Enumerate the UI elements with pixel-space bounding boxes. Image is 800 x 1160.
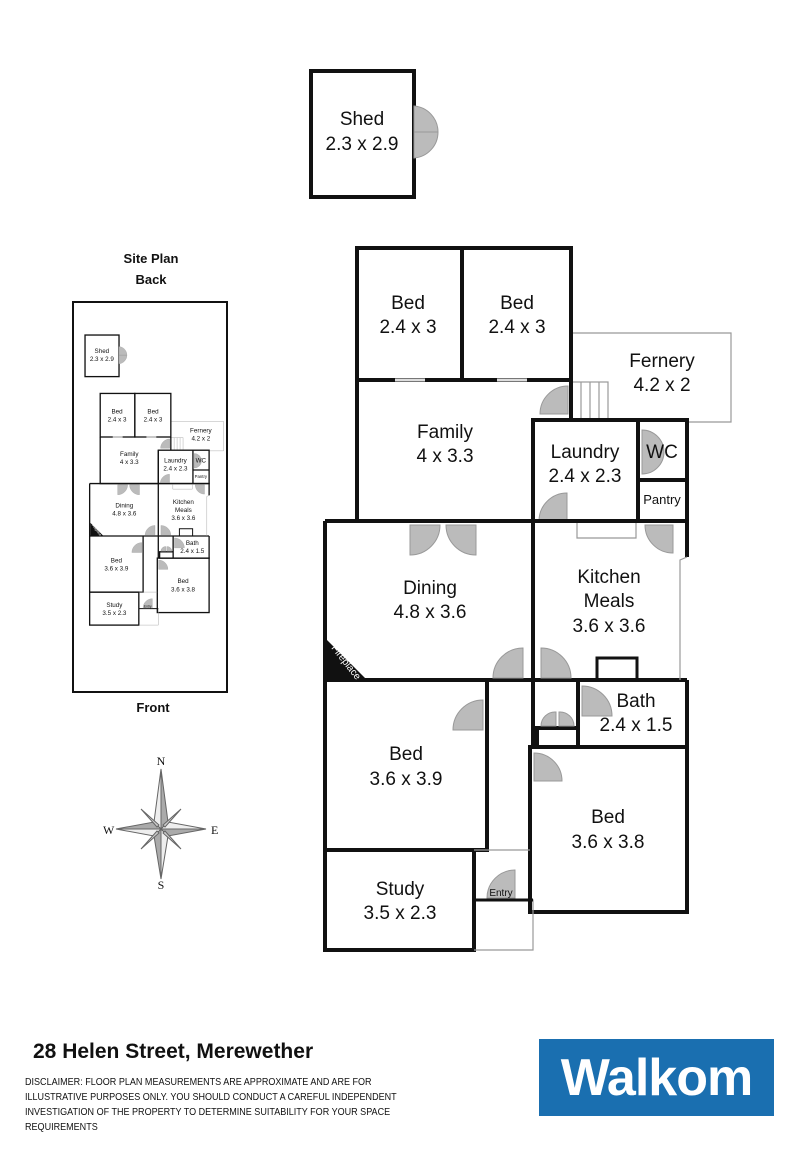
bed2-label: Bed <box>500 293 534 314</box>
room-fernery <box>571 332 732 423</box>
kitchen-bench <box>679 556 688 680</box>
door-icon <box>539 385 569 415</box>
kitchen-label: Kitchen <box>577 567 640 588</box>
door-icon <box>581 685 613 717</box>
fernery-label: Fernery <box>629 351 695 372</box>
stairs-icon <box>571 381 609 421</box>
property-address: 28 Helen Street, Merewether <box>33 1040 314 1063</box>
site-plan-front-label: Front <box>136 700 170 715</box>
compass-e: E <box>211 823 218 837</box>
meals-label: Meals <box>584 591 635 612</box>
floor-plan-svg: Shed 2.3 x 2.9 Fernery 4.2 x 2 Bed 2.4 x… <box>72 69 732 952</box>
bed2-size: 2.4 x 3 <box>488 317 545 338</box>
room-dining <box>323 519 535 682</box>
shed-door-icon <box>413 105 439 159</box>
bed1-label: Bed <box>391 293 425 314</box>
compass-n: N <box>157 754 166 768</box>
shed-size: 2.3 x 2.9 <box>326 134 399 155</box>
laundry-size: 2.4 x 2.3 <box>549 466 622 487</box>
family-size: 4 x 3.3 <box>416 446 473 467</box>
study-label: Study <box>376 879 425 900</box>
room-bed-1 <box>355 246 464 382</box>
laundry-label: Laundry <box>551 442 620 463</box>
door-icon <box>533 752 563 782</box>
entry-door-icon <box>486 869 516 899</box>
bed4-size: 3.6 x 3.8 <box>572 832 645 853</box>
site-plan-title: Site Plan <box>124 251 179 266</box>
bed4-label: Bed <box>591 807 625 828</box>
dining-size: 4.8 x 3.6 <box>394 602 467 623</box>
door-icon <box>538 492 568 522</box>
site-boundary <box>72 301 228 693</box>
wc-label: WC <box>646 442 678 463</box>
site-plan-back-label: Back <box>135 272 167 287</box>
room-study <box>323 848 476 952</box>
door-icon <box>540 711 575 727</box>
compass-rose-icon: N S E W <box>103 754 218 892</box>
main-floor-plan: Shed 2.3 x 2.9 Fernery 4.2 x 2 Bed 2.4 x… <box>309 69 732 952</box>
study-size: 3.5 x 2.3 <box>364 903 437 924</box>
door-icon <box>644 524 674 554</box>
site-plan-miniature <box>84 334 225 626</box>
bed1-size: 2.4 x 3 <box>379 317 436 338</box>
walkom-logo: Walkom <box>539 1039 774 1116</box>
compass-w: W <box>103 823 115 837</box>
bath-label: Bath <box>616 691 655 712</box>
room-bed-4 <box>528 745 689 914</box>
double-door-icon <box>409 524 477 556</box>
fernery-size: 4.2 x 2 <box>633 375 690 396</box>
bed3-size: 3.6 x 3.9 <box>370 769 443 790</box>
pantry-label: Pantry <box>643 492 681 507</box>
room-wc-pantry <box>636 420 687 521</box>
cabinet <box>595 656 639 682</box>
door-icon <box>641 429 665 475</box>
compass-s: S <box>158 878 165 892</box>
disclaimer-text: DISCLAIMER: FLOOR PLAN MEASUREMENTS ARE … <box>25 1076 397 1133</box>
door-icon <box>452 699 484 731</box>
room-bed-3 <box>323 680 489 852</box>
logo-text: Walkom <box>560 1048 753 1107</box>
bath-size: 2.4 x 1.5 <box>600 715 673 736</box>
dining-label: Dining <box>403 578 457 599</box>
bed3-label: Bed <box>389 744 423 765</box>
kitchen-size: 3.6 x 3.6 <box>573 616 646 637</box>
family-label: Family <box>417 422 473 443</box>
entry-label: Entry <box>489 888 512 899</box>
room-bed-2 <box>460 246 573 382</box>
kitchen-bench <box>576 523 637 539</box>
door-icon <box>492 647 572 679</box>
shed-label: Shed <box>340 109 384 130</box>
fireplace-icon <box>327 640 367 680</box>
